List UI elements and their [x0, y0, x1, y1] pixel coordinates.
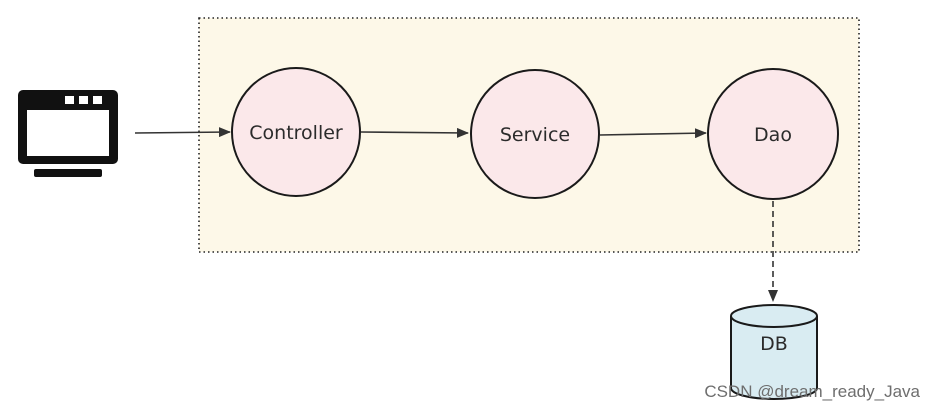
browser-window-icon — [18, 90, 118, 177]
arrow-service-dao — [599, 128, 707, 139]
dao-label: Dao — [754, 124, 792, 146]
dao-node: Dao — [707, 68, 839, 200]
arrow-client-controller — [134, 127, 231, 138]
watermark-text: CSDN @dream_ready_Java — [704, 382, 920, 401]
service-node: Service — [470, 69, 600, 199]
controller-label: Controller — [249, 122, 343, 144]
controller-node: Controller — [231, 67, 361, 197]
database-cylinder-icon: DB — [730, 304, 818, 400]
db-label: DB — [760, 333, 788, 355]
service-label: Service — [500, 124, 570, 146]
arrow-controller-service — [360, 127, 469, 138]
